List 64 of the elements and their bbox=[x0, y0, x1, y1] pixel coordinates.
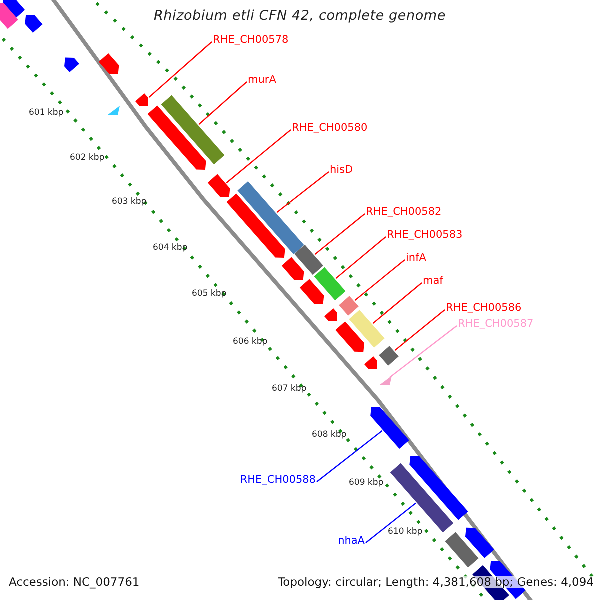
gene-label: RHE_CH00578 bbox=[213, 34, 289, 46]
gene-feature bbox=[445, 532, 479, 568]
gene-feature bbox=[410, 456, 468, 520]
scale-label: 601 kbp bbox=[29, 107, 64, 119]
gene-feature bbox=[136, 94, 148, 106]
leader-line bbox=[372, 282, 422, 324]
scale-label: 602 kbp bbox=[70, 152, 105, 164]
gene-feature bbox=[294, 244, 324, 276]
gene-feature bbox=[2, 0, 26, 19]
scale-label: 609 kbp bbox=[349, 477, 384, 489]
leader-line bbox=[394, 310, 446, 352]
gene-feature bbox=[370, 407, 410, 449]
gene-feature bbox=[282, 257, 304, 280]
gene-feature bbox=[314, 267, 346, 301]
gene-feature bbox=[379, 346, 399, 366]
gene-label: infA bbox=[406, 252, 426, 264]
gene-feature bbox=[238, 182, 304, 254]
gene-feature bbox=[148, 106, 206, 170]
scale-label: 608 kbp bbox=[312, 429, 347, 441]
leader-line bbox=[314, 214, 366, 256]
gene-feature bbox=[98, 54, 120, 74]
gene-feature bbox=[64, 58, 80, 72]
gene-feature bbox=[466, 528, 494, 558]
gene-feature bbox=[208, 174, 230, 198]
gene-label: hisD bbox=[330, 164, 354, 176]
gene-feature bbox=[336, 322, 364, 352]
gene-label: RHE_CH00582 bbox=[366, 206, 442, 218]
leader-line bbox=[336, 236, 386, 280]
gene-feature bbox=[324, 308, 338, 322]
gene-label: nhaA bbox=[338, 535, 365, 547]
gene-marker bbox=[380, 376, 392, 385]
leader-line bbox=[276, 172, 330, 214]
accession-label: Accession: NC_007761 bbox=[9, 576, 140, 588]
scale-label: 605 kbp bbox=[192, 288, 227, 300]
gene-feature bbox=[226, 194, 286, 258]
scale-label: 606 kbp bbox=[233, 336, 268, 348]
gene-label: maf bbox=[423, 275, 444, 287]
leader-line bbox=[198, 82, 248, 126]
gene-feature bbox=[161, 95, 225, 165]
map-title: Rhizobium etli CFN 42, complete genome bbox=[153, 10, 447, 22]
leader-line bbox=[226, 130, 292, 184]
leader-line bbox=[316, 430, 383, 482]
leader-line bbox=[354, 260, 406, 302]
gene-feature bbox=[339, 296, 359, 316]
leader-line bbox=[148, 42, 212, 98]
scale-label: 607 kbp bbox=[272, 383, 307, 395]
gene-label: RHE_CH00580 bbox=[292, 122, 368, 134]
gene-feature bbox=[0, 3, 18, 30]
leader-line bbox=[366, 502, 416, 544]
gene-label: RHE_CH00583 bbox=[387, 229, 463, 241]
scale-label: 610 kbp bbox=[388, 526, 423, 538]
gene-label: RHE_CH00588 bbox=[240, 474, 316, 486]
gene-label: RHE_CH00587 bbox=[458, 318, 534, 330]
gene-label: murA bbox=[248, 74, 276, 86]
genome-stats-label: Topology: circular; Length: 4,381,608 bp; Genes: 4,094 bbox=[278, 576, 594, 588]
gene-feature bbox=[300, 279, 324, 304]
gene-feature bbox=[25, 15, 43, 33]
gene-feature bbox=[364, 356, 378, 370]
scale-label: 603 kbp bbox=[112, 196, 147, 208]
gene-marker bbox=[108, 106, 120, 115]
leader-line bbox=[389, 326, 458, 378]
scale-label: 604 kbp bbox=[153, 242, 188, 254]
gene-label: RHE_CH00586 bbox=[446, 302, 522, 314]
gene-feature bbox=[349, 310, 385, 348]
